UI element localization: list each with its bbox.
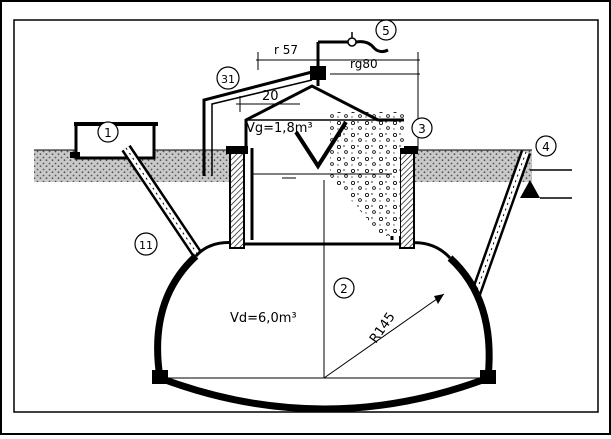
gas-pipe <box>316 32 389 86</box>
foundation-right <box>480 370 496 384</box>
svg-text:2: 2 <box>340 282 348 296</box>
dome-wall-left <box>154 253 199 379</box>
callout-4: 4 <box>535 135 557 157</box>
dome-top <box>194 241 452 260</box>
dim-20: 20 <box>262 89 279 104</box>
callout-31: 31 <box>216 66 240 90</box>
bypass-pipe-inner <box>211 79 313 176</box>
dim-rg80: rg80 <box>350 57 378 71</box>
dome-wall-right <box>447 255 493 379</box>
bypass-pipe <box>202 70 313 176</box>
callout-11: 11 <box>134 232 158 256</box>
dimension-lines <box>236 52 445 379</box>
slurry-top <box>324 112 404 148</box>
gas-volume-label: Vg=1,8m³ <box>246 121 313 136</box>
gas-outlet-flange <box>310 66 326 80</box>
deflector <box>294 120 348 170</box>
callout-1: 1 <box>97 121 119 143</box>
svg-text:31: 31 <box>221 73 235 86</box>
dim-r57: r 57 <box>274 43 298 57</box>
foundation-left <box>152 370 168 384</box>
digester-volume-label: Vd=6,0m³ <box>230 311 297 326</box>
dome-floor <box>158 374 490 413</box>
neck-wall-left <box>229 147 245 249</box>
callout-5: 5 <box>375 19 397 41</box>
slurry-fill <box>330 118 400 236</box>
svg-text:11: 11 <box>139 239 153 252</box>
callout-2: 2 <box>333 277 355 299</box>
level-marker <box>520 180 540 198</box>
svg-text:4: 4 <box>542 140 550 154</box>
neck-cap-right <box>396 146 418 154</box>
svg-text:3: 3 <box>418 122 426 136</box>
svg-text:5: 5 <box>382 24 390 38</box>
svg-text:1: 1 <box>104 126 112 140</box>
digester-body <box>158 242 489 378</box>
inlet-box-foot <box>70 152 80 158</box>
callout-3: 3 <box>411 117 433 139</box>
neck-wall-right <box>399 147 415 249</box>
neck-cap-left <box>226 146 248 154</box>
